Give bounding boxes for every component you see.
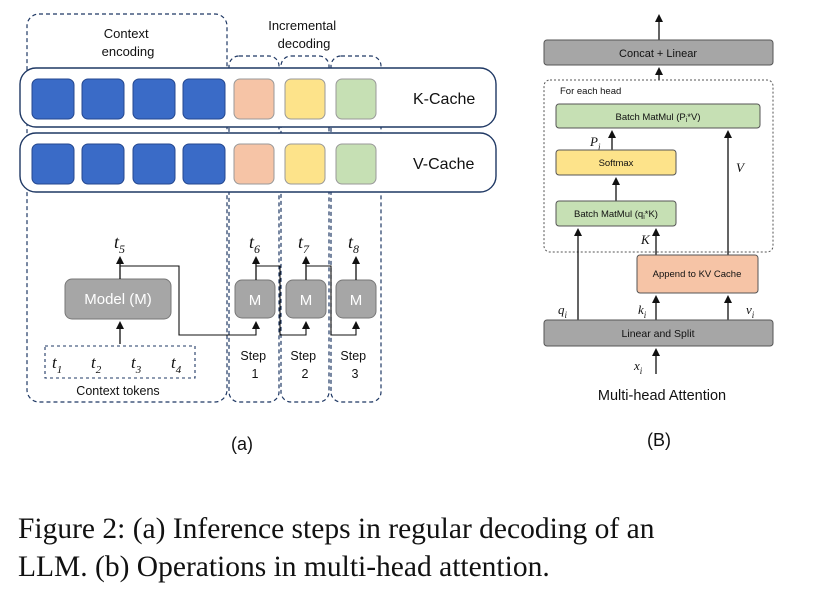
step2-label: Step 2 [290, 349, 319, 381]
token-t3: t3 [131, 353, 142, 376]
batch-matmul-qk-label: Batch MatMul (qi*K) [574, 209, 658, 221]
k-cache-block [81, 78, 125, 120]
linear-split-box [543, 319, 774, 347]
batch-matmul-pv-box [555, 103, 761, 129]
token-t5: t5 [114, 232, 125, 256]
append-kv-box [636, 254, 759, 294]
token-t2: t2 [91, 353, 102, 376]
k-cache-block [31, 78, 75, 120]
softmax-label: Softmax [599, 158, 634, 169]
context-tokens-label: Context tokens [76, 384, 159, 398]
k-cache-label: K-Cache [413, 91, 475, 108]
v-cache-block [31, 143, 75, 185]
step1-model-label: M [249, 292, 262, 309]
concat-linear-box [543, 39, 774, 66]
figure-diagram: Context encoding Incremental decoding K-… [19, 13, 774, 454]
panel-a-label: (a) [231, 434, 253, 454]
softmax-box [555, 149, 677, 176]
v-cache-block-step1 [233, 143, 275, 185]
panel-b: Concat + Linear For each head Batch MatM… [543, 14, 774, 450]
v-cache-block [81, 143, 125, 185]
q-label: qi [558, 302, 568, 320]
concat-linear-label: Concat + Linear [619, 48, 697, 60]
x-label: xi [633, 358, 643, 376]
batch-matmul-qk-box [555, 200, 677, 227]
figure-caption: Figure 2: (a) Inference steps in regular… [18, 510, 828, 586]
token-t1: t1 [52, 353, 62, 376]
v-cache-label: V-Cache [413, 156, 474, 173]
append-kv-label: Append to KV Cache [653, 269, 742, 280]
context-encoding-label: Context encoding [102, 26, 155, 59]
step3-label: Step 3 [340, 349, 369, 381]
model-box [64, 278, 172, 320]
batch-matmul-pv-label: Batch MatMul (Pi*V) [616, 112, 701, 124]
token-t6: t6 [249, 232, 260, 256]
linear-split-label: Linear and Split [622, 328, 695, 340]
v-cache-block [132, 143, 176, 185]
step3-model-label: M [350, 292, 363, 309]
step1-model-box [234, 279, 276, 319]
wire-t7-to-step3 [306, 265, 360, 336]
for-each-head-region [543, 79, 774, 253]
for-each-head-label: For each head [560, 86, 621, 97]
step1-label: Step 1 [240, 349, 269, 381]
k-cache-block-step3 [335, 78, 377, 120]
caption-line-2: LLM. (b) Operations in multi-head attent… [18, 551, 550, 583]
incremental-decoding-label: Incremental decoding [268, 18, 340, 51]
v-cache-block-step3 [335, 143, 377, 185]
token-t4: t4 [171, 353, 182, 376]
caption-line-1: Figure 2: (a) Inference steps in regular… [18, 513, 655, 545]
model-label: Model (M) [84, 291, 152, 308]
vi-label: vi [746, 302, 755, 320]
k-cache-block-step2 [284, 78, 326, 120]
step2-model-label: M [300, 292, 313, 309]
p-label: Pi [589, 134, 601, 152]
v-cache-block-step2 [284, 143, 326, 185]
k-label: K [640, 232, 651, 247]
step1-group [228, 55, 280, 403]
token-t7: t7 [298, 232, 310, 256]
v-cache-block [182, 143, 226, 185]
k-cache-block [182, 78, 226, 120]
step3-group [330, 55, 382, 403]
wire-t5-to-step1 [120, 265, 260, 336]
wire-t6-to-step2 [256, 265, 310, 336]
step2-group [280, 55, 330, 403]
context-tokens-box [44, 345, 196, 379]
token-t8: t8 [348, 232, 359, 256]
context-encoding-group [26, 13, 228, 403]
multi-head-attention-title: Multi-head Attention [598, 388, 726, 404]
ki-label: ki [638, 302, 647, 320]
panel-b-label: (B) [647, 430, 671, 450]
k-cache-block-step1 [233, 78, 275, 120]
panel-a: Context encoding Incremental decoding K-… [19, 13, 497, 454]
k-cache-block [132, 78, 176, 120]
v-label: V [736, 160, 746, 175]
